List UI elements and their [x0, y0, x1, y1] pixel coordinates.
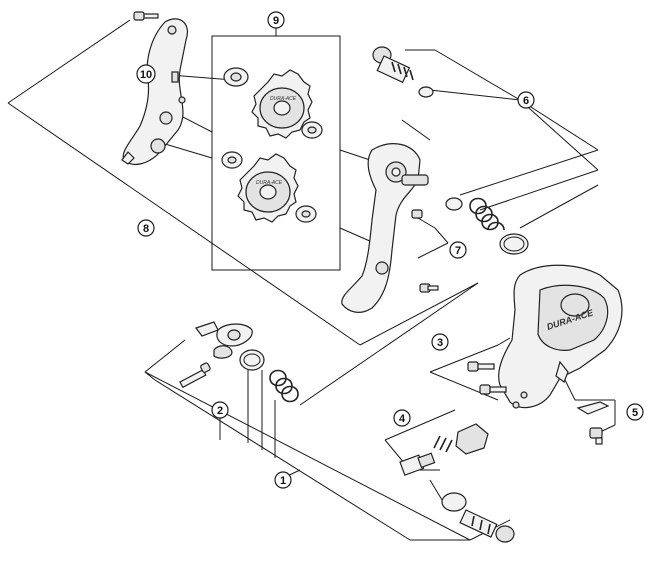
b-axle-bolt	[441, 492, 515, 543]
p-spring-assembly	[445, 197, 529, 255]
cable-adjuster	[399, 423, 489, 476]
guide-pulley: DURA-ACE	[223, 67, 323, 139]
svg-text:6: 6	[523, 95, 529, 107]
inner-plate	[341, 143, 429, 313]
callout-4: 4	[393, 409, 411, 427]
pulley-brand-top: DURA-ACE	[270, 96, 297, 102]
cage-stop-screw	[411, 209, 439, 293]
b-tension-screw	[576, 401, 610, 445]
callout-3: 3	[431, 333, 449, 351]
svg-text:2: 2	[217, 405, 223, 417]
pulley-brand-bottom: DURA-ACE	[256, 180, 283, 186]
svg-text:9: 9	[273, 15, 279, 27]
svg-text:1: 1	[280, 475, 286, 487]
derailleur-body: DURA-ACE	[498, 264, 623, 409]
callout-8: 8	[137, 219, 155, 237]
svg-text:5: 5	[632, 407, 638, 419]
svg-text:8: 8	[143, 223, 149, 235]
plate-screw	[133, 11, 159, 21]
callout-10: 10	[136, 64, 156, 84]
svg-text:3: 3	[437, 337, 443, 349]
b-knuckle-parts	[179, 321, 299, 403]
adjust-screws	[467, 361, 507, 395]
callout-1: 1	[274, 471, 292, 489]
svg-text:10: 10	[140, 69, 152, 81]
callout-7: 7	[449, 241, 467, 259]
outer-plate	[121, 18, 188, 166]
tension-pulley: DURA-ACE	[221, 151, 317, 223]
svg-text:4: 4	[399, 413, 406, 425]
svg-text:7: 7	[455, 245, 461, 257]
callout-5: 5	[626, 403, 644, 421]
callout-9: 9	[267, 11, 285, 29]
callout-2: 2	[211, 401, 229, 419]
callout-6: 6	[517, 91, 535, 109]
pivot-axle	[372, 46, 434, 98]
